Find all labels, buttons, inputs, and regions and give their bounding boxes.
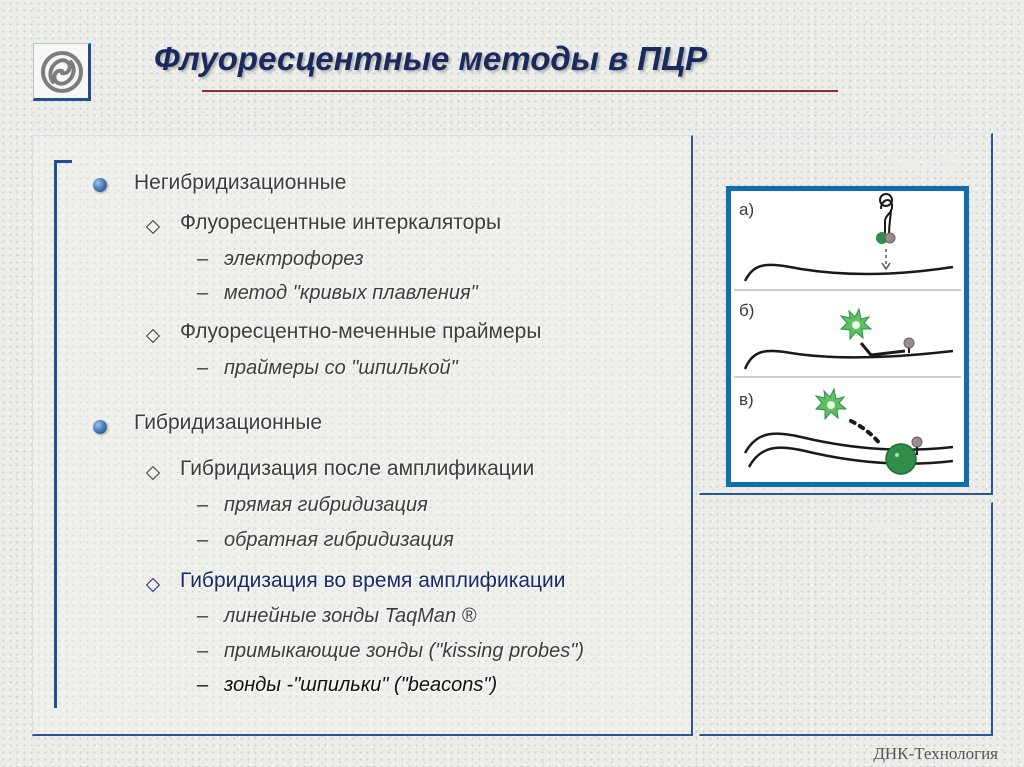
outline-item: электрофорез xyxy=(224,248,364,270)
polymerase-blob xyxy=(885,443,917,475)
panel-label: в) xyxy=(739,390,754,409)
faded-caption: зонды xyxy=(848,516,912,538)
outline-subcategory: Гибридизация во время амплификации xyxy=(180,569,566,592)
outline-item: праймеры со "шпилькой" xyxy=(224,357,458,379)
outline-subcategory: Флуоресцентные интеркаляторы xyxy=(180,211,502,234)
dash-bullet-icon: – xyxy=(197,248,209,270)
fluorescence-burst-icon xyxy=(814,387,848,421)
empty-panel xyxy=(699,502,993,736)
outline-item: линейные зонды TaqMan ® xyxy=(224,605,477,627)
hairpin-probe-icon xyxy=(876,193,896,244)
outline-category: Гибридизационные xyxy=(134,411,323,434)
content-panel xyxy=(32,135,693,736)
footer-company-name: ДНК-Технология xyxy=(873,744,998,763)
beacon-illustration: а) б) в) xyxy=(734,193,961,475)
content-bracket xyxy=(54,160,72,708)
bullet-dot-icon xyxy=(93,420,107,434)
faded-caption: праймер xyxy=(873,151,959,173)
polymerase-highlight xyxy=(895,453,899,457)
dash-bullet-icon: – xyxy=(197,357,209,379)
dash-bullet-icon: – xyxy=(197,529,209,551)
dash-bullet-icon: – xyxy=(197,605,209,627)
panel-label: а) xyxy=(739,200,754,219)
dna-target-strand xyxy=(743,349,954,370)
primer-strand xyxy=(859,342,906,357)
company-logo xyxy=(33,43,91,101)
dotted-link xyxy=(849,419,883,447)
outline-item: примыкающие зонды ("kissing probes") xyxy=(224,640,584,662)
quencher-icon xyxy=(903,337,915,349)
bullet-dot-icon xyxy=(93,178,107,192)
molecular-beacon-diagram: а) б) в) xyxy=(726,186,969,487)
outline-item: прямая гибридизация xyxy=(224,494,428,516)
outline-item: обратная гибридизация xyxy=(224,529,454,551)
dash-bullet-icon: – xyxy=(197,494,209,516)
company-logo-icon xyxy=(41,51,83,93)
diagram-panel xyxy=(699,133,993,495)
outline-category: Негибридизационные xyxy=(134,171,347,194)
dna-target-strand xyxy=(743,263,954,282)
dash-bullet-icon: – xyxy=(197,640,209,662)
quencher-icon xyxy=(911,436,923,448)
outline-subcategory: Гибридизация после амплификации xyxy=(180,457,535,480)
arrow-head-icon xyxy=(881,262,891,271)
outline-subcategory: Флуоресцентно-меченные праймеры xyxy=(180,320,542,343)
panel-label: б) xyxy=(739,301,754,320)
slide-title: Флуоресцентные методы в ПЦР xyxy=(154,40,708,77)
dash-bullet-icon: – xyxy=(197,674,209,696)
outline-item: метод "кривых плавления" xyxy=(224,282,478,304)
fluorescence-burst-icon xyxy=(839,307,873,341)
dash-bullet-icon: – xyxy=(197,282,209,304)
title-underline xyxy=(202,90,838,92)
outline-item: зонды -"шпильки" ("beacons") xyxy=(224,674,498,696)
